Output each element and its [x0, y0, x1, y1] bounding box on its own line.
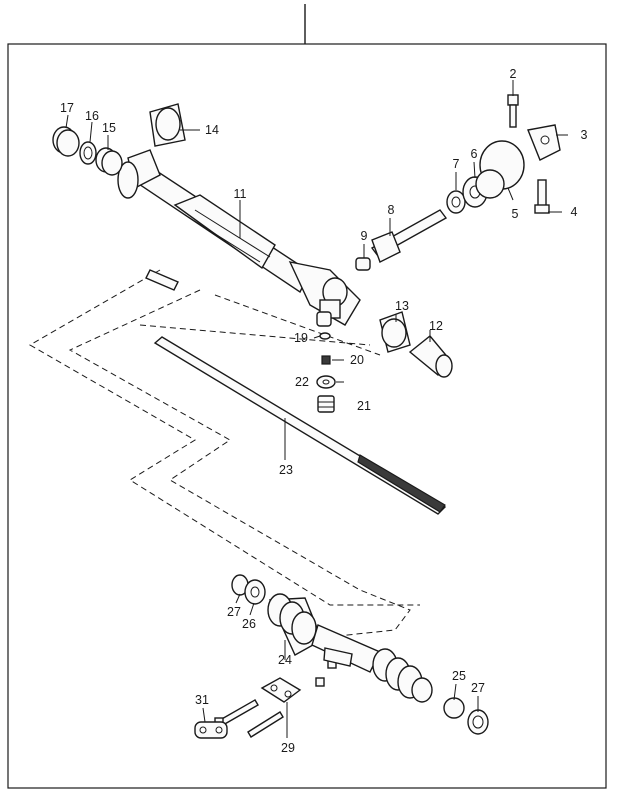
callout-25: 25: [452, 669, 466, 683]
assembly-dashed-outline: [28, 269, 420, 641]
leader-lines: [65, 80, 568, 738]
bushing-15: [95, 147, 123, 176]
callout-31: 31: [195, 693, 209, 707]
rack-housing: [116, 149, 361, 326]
bushing-13: [379, 311, 411, 353]
callout-22: 22: [295, 375, 309, 389]
adjuster-21: [317, 395, 335, 413]
callout-8: 8: [388, 203, 395, 217]
callout-27-left: 27: [227, 605, 241, 619]
callout-16: 16: [85, 109, 99, 123]
end-bolt: [145, 269, 179, 291]
right-boot: [372, 648, 433, 703]
callout-labels: 2 3 4 5 6 7 8 9 11 12 13 14 15 16 17 19 …: [60, 67, 587, 755]
callout-13: 13: [395, 299, 409, 313]
bolt-4: [534, 179, 550, 214]
dust-cover-5: [475, 140, 525, 199]
callout-26: 26: [242, 617, 256, 631]
washer-22: [316, 375, 336, 389]
tube: [311, 624, 381, 673]
rings-25-27: [443, 697, 489, 735]
callout-11: 11: [234, 187, 247, 201]
callout-21: 21: [357, 399, 371, 413]
sleeve-12: [408, 335, 453, 378]
ring-16: [79, 141, 97, 165]
callout-5: 5: [512, 207, 519, 221]
callout-27-right: 27: [471, 681, 485, 695]
callout-4: 4: [571, 205, 578, 219]
callout-12: 12: [429, 319, 443, 333]
clamp-3: [527, 124, 561, 161]
seal-7: [446, 190, 466, 214]
bracket-29: [260, 677, 302, 703]
callout-23: 23: [279, 463, 293, 477]
callout-17: 17: [60, 101, 74, 115]
callout-29: 29: [281, 741, 295, 755]
callout-9: 9: [361, 229, 368, 243]
callout-7: 7: [453, 157, 460, 171]
cap-17: [52, 126, 80, 157]
callout-20: 20: [350, 353, 364, 367]
bolt-2: [507, 94, 519, 128]
rings-26-27: [231, 574, 266, 605]
mount-bushing-14: [149, 103, 186, 147]
rack-bar-23: [153, 336, 447, 515]
small-nuts: [315, 647, 353, 687]
diagram-frame: [7, 4, 607, 789]
callout-19: 19: [294, 331, 308, 345]
callout-14: 14: [205, 123, 219, 137]
washer-9: [355, 257, 371, 271]
nut-20: [321, 355, 331, 365]
callout-6: 6: [471, 147, 478, 161]
pinion-shaft-8: [370, 209, 448, 263]
callout-3: 3: [581, 128, 588, 142]
callout-2: 2: [510, 67, 517, 81]
boot-24: [267, 593, 323, 656]
plate-31: [194, 721, 228, 739]
plug-19: [316, 311, 332, 340]
callout-24: 24: [278, 653, 292, 667]
callout-15: 15: [102, 121, 116, 135]
